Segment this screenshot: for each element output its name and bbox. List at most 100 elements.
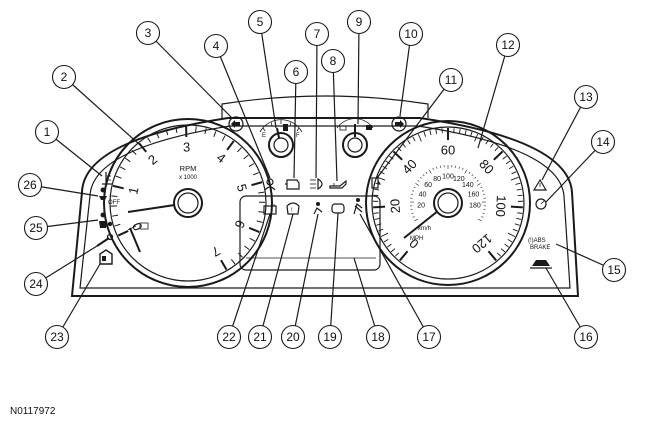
speed-kmh-tick bbox=[481, 216, 484, 218]
speed-tick bbox=[399, 250, 409, 262]
speed-tick bbox=[507, 232, 516, 238]
check-engine-icon bbox=[285, 179, 300, 190]
svg-text:19: 19 bbox=[323, 330, 337, 344]
speed-tick bbox=[516, 217, 522, 220]
svg-text:25: 25 bbox=[29, 221, 43, 235]
callouts: 1 2 3 4 5 6 7 8 9 10 11 12 13 14 15 16 1… bbox=[17, 9, 627, 350]
callout-3: 3 bbox=[135, 20, 161, 46]
speed-tick bbox=[505, 160, 511, 165]
speed-kmh-tick bbox=[417, 179, 420, 182]
speed-tick bbox=[510, 176, 519, 181]
callout-9: 9 bbox=[346, 9, 372, 35]
tach-tick bbox=[112, 184, 124, 190]
temperature-mini-icon bbox=[139, 222, 149, 230]
speed-unit-kmh: km/h bbox=[418, 226, 431, 232]
speed-kmh-tick bbox=[412, 190, 415, 192]
speed-tick bbox=[389, 155, 394, 160]
fuel-pump-icon bbox=[283, 124, 288, 131]
svg-text:9: 9 bbox=[356, 15, 363, 29]
tach-tick bbox=[248, 226, 260, 233]
callout-20: 20 bbox=[280, 324, 306, 350]
tach-tick bbox=[226, 140, 235, 151]
speed-kmh-tick bbox=[429, 169, 432, 174]
speed-tick bbox=[517, 194, 523, 197]
tach-tick bbox=[248, 163, 255, 168]
tach-scale-label: 1 bbox=[125, 185, 141, 195]
speed-tick bbox=[373, 194, 379, 197]
tach-scale-label: 2 bbox=[145, 152, 160, 168]
tach-tick bbox=[147, 137, 152, 143]
tach-scale-label: 4 bbox=[214, 150, 229, 166]
tach-unit-multiplier: x 1000 bbox=[179, 175, 198, 181]
callout-13: 13 bbox=[573, 84, 599, 110]
seatbelt-warning-icon bbox=[264, 178, 276, 191]
low-fuel-icon bbox=[371, 177, 381, 189]
speed-tick bbox=[458, 128, 461, 134]
brake-label-line1: (!)ABS bbox=[528, 238, 546, 244]
speed-tick bbox=[412, 136, 416, 142]
callout-10: 10 bbox=[398, 21, 424, 47]
speed-kmh-label: 160 bbox=[468, 192, 480, 199]
speed-tick bbox=[469, 131, 473, 137]
speed-tick bbox=[510, 205, 523, 209]
center-gauge-icon-right bbox=[366, 125, 372, 130]
tach-tick bbox=[112, 214, 119, 217]
speed-mph-label: 120 bbox=[469, 231, 495, 256]
speed-tick bbox=[507, 239, 513, 243]
svg-text:15: 15 bbox=[607, 263, 621, 277]
svg-text:11: 11 bbox=[445, 73, 458, 87]
speed-kmh-tick bbox=[414, 218, 419, 222]
brake-warning-icon: (!)ABS BRAKE bbox=[528, 238, 550, 251]
speed-kmh-tick bbox=[432, 168, 434, 171]
speed-kmh-tick bbox=[436, 166, 438, 169]
svg-text:7: 7 bbox=[314, 27, 321, 41]
svg-text:8: 8 bbox=[330, 54, 337, 68]
speed-tick bbox=[378, 228, 384, 232]
speed-kmh-tick bbox=[425, 171, 428, 174]
speed-kmh-tick bbox=[480, 186, 483, 189]
callout-1: 1 bbox=[34, 119, 60, 145]
speed-tick bbox=[493, 150, 504, 161]
speed-tick bbox=[508, 165, 514, 170]
high-beam-icon bbox=[310, 177, 323, 191]
speed-tick bbox=[394, 252, 400, 257]
svg-text:18: 18 bbox=[371, 330, 385, 344]
svg-text:10: 10 bbox=[404, 27, 418, 41]
svg-text:21: 21 bbox=[253, 330, 267, 344]
vehicle-door-icon bbox=[99, 249, 113, 265]
tach-tick bbox=[156, 132, 160, 139]
callout-5: 5 bbox=[247, 9, 273, 35]
callout-19: 19 bbox=[317, 324, 343, 350]
speed-kmh-tick bbox=[458, 166, 460, 169]
speed-tick bbox=[390, 248, 396, 253]
traction-control-icon bbox=[331, 203, 345, 214]
speed-kmh-tick bbox=[477, 218, 482, 222]
speed-tick bbox=[464, 130, 467, 136]
svg-text:12: 12 bbox=[501, 38, 515, 52]
tach-tick bbox=[236, 147, 242, 153]
speed-kmh-label: 60 bbox=[424, 182, 432, 189]
tach-tick bbox=[117, 229, 129, 237]
callout-21: 21 bbox=[247, 324, 273, 350]
svg-text:24: 24 bbox=[29, 277, 43, 291]
airbag-off-label: OFF bbox=[108, 200, 120, 206]
tach-tick bbox=[204, 128, 207, 135]
callout-24: 24 bbox=[23, 271, 49, 297]
speed-unit-mph: MPH bbox=[410, 236, 423, 242]
speed-kmh-label: 40 bbox=[419, 192, 427, 199]
speed-tick bbox=[494, 146, 499, 152]
callout-15: 15 bbox=[601, 257, 627, 283]
tach-scale-label: 3 bbox=[183, 139, 191, 154]
tach-tick bbox=[243, 154, 249, 160]
svg-text:1: 1 bbox=[44, 125, 51, 139]
speed-tick bbox=[500, 248, 506, 253]
speed-mph-label: 60 bbox=[441, 143, 455, 158]
callout-26: 26 bbox=[17, 172, 43, 198]
speed-kmh-label: 80 bbox=[433, 176, 441, 183]
speed-tick bbox=[515, 182, 521, 185]
vehicle-icon bbox=[530, 260, 552, 269]
fuel-gauge: E F bbox=[259, 119, 303, 158]
speed-tick bbox=[380, 232, 389, 238]
